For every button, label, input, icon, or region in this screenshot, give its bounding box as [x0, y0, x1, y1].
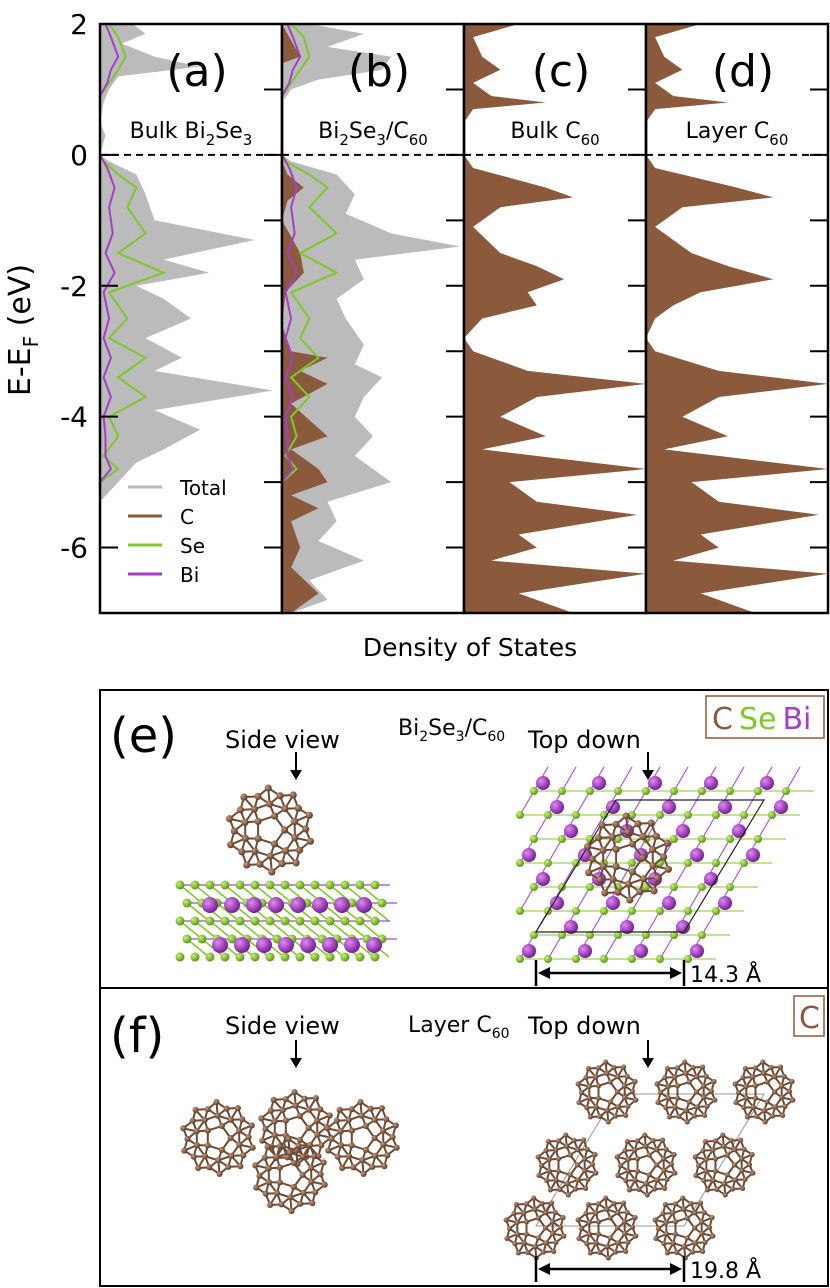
- down-arrow-icon: [290, 752, 302, 780]
- bi2se3-lattice: [516, 766, 814, 963]
- total-dos-area: [100, 24, 273, 613]
- scale-bar-e: 14.3 Å: [534, 960, 761, 988]
- c60-molecule: [252, 1135, 328, 1215]
- dos-chart: (a) Bulk Bi2Se3 (b) Bi2Se3/C60 (c) Bulk C60 (d…: [60, 8, 830, 615]
- structure-panel-f: (f) Layer C60 Side view Top down C 19.8 …: [99, 987, 829, 1287]
- side-view-bi2se3-c60: [175, 784, 397, 962]
- panel-e-letter: (e): [110, 708, 177, 764]
- y-tick-label: -6: [60, 532, 88, 565]
- c60-molecule: [654, 1059, 718, 1125]
- legend-element-bi: Bi: [782, 702, 811, 737]
- panel-label: Bulk Bi2Se3: [130, 119, 253, 149]
- svg-text:C: C: [799, 1001, 820, 1036]
- panel-letter: (d): [712, 46, 774, 97]
- panel-f-frame: [99, 987, 829, 1287]
- c60-molecule: [692, 1132, 756, 1198]
- c60-molecule: [225, 784, 315, 876]
- y-tick-label: 2: [70, 8, 88, 41]
- element-legend-f: C: [793, 995, 825, 1037]
- c60-molecule: [614, 1132, 678, 1198]
- y-tick-label: -4: [60, 401, 88, 434]
- x-axis-label: Density of States: [363, 633, 577, 662]
- bismuth-dos-line: [100, 24, 120, 613]
- top-view-label-e: Top down: [527, 726, 641, 754]
- carbon-dos-area: [646, 24, 828, 613]
- scale-label-f: 19.8 Å: [690, 1257, 761, 1284]
- panel-f-letter: (f): [110, 1008, 164, 1064]
- selenium-dos-line: [100, 24, 167, 613]
- panel-e-title: Bi2Se3/C60: [398, 716, 505, 745]
- c60-molecule: [575, 1195, 639, 1261]
- total-dos-area: [282, 24, 461, 613]
- bismuth-dos-line: [282, 24, 302, 613]
- legend-entry: Bi: [180, 563, 199, 587]
- legend-entry: Se: [180, 534, 205, 558]
- legend-element-c: C: [712, 702, 733, 737]
- y-axis-label: E-EF (eV): [3, 264, 43, 396]
- carbon-dos-area: [464, 24, 646, 613]
- panel-letter: (b): [348, 46, 410, 97]
- y-tick-label: 0: [70, 139, 88, 172]
- top-view-label-f: Top down: [527, 1012, 641, 1040]
- c60-molecule: [503, 1195, 567, 1261]
- dos-panel-a: (a) Bulk Bi2Se3: [98, 22, 284, 615]
- y-tick-label: -2: [60, 270, 88, 303]
- dos-panel-d: (d) Layer C60: [644, 22, 830, 615]
- panel-label: Layer C60: [686, 119, 789, 149]
- c60-molecule: [583, 812, 673, 904]
- panel-letter: (c): [532, 46, 591, 97]
- panel-frame: [644, 22, 830, 615]
- bi2se3-slab: [175, 880, 397, 962]
- scale-bar-f: 19.8 Å: [534, 1256, 761, 1284]
- selenium-dos-line: [282, 24, 339, 613]
- top-view-bi2se3-c60: [516, 766, 814, 963]
- side-view-layer-c60: [180, 1088, 400, 1215]
- panel-label: Bulk C60: [510, 119, 599, 149]
- legend-entry: C: [180, 505, 194, 529]
- scale-label-e: 14.3 Å: [690, 961, 761, 988]
- panel-f-title: Layer C60: [408, 1013, 510, 1042]
- panel-letter: (a): [166, 46, 227, 97]
- c60-molecule: [732, 1059, 796, 1125]
- dos-panel-b: (b) Bi2Se3/C60: [280, 22, 466, 615]
- down-arrow-icon: [642, 752, 654, 780]
- side-view-label-f: Side view: [225, 1012, 340, 1040]
- legend-element-c: C: [799, 1001, 820, 1036]
- legend-element-se: Se: [739, 702, 777, 737]
- legend-entry: Total: [179, 476, 227, 500]
- down-arrow-icon: [290, 1040, 302, 1068]
- side-view-label-e: Side view: [225, 726, 340, 754]
- c60-molecule: [324, 1098, 400, 1178]
- c60-molecule: [180, 1098, 256, 1178]
- top-view-layer-c60: [503, 1059, 796, 1261]
- c60-molecule: [575, 1059, 639, 1125]
- c60-molecule: [535, 1132, 599, 1198]
- down-arrow-icon: [642, 1040, 654, 1068]
- panel-label: Bi2Se3/C60: [318, 119, 428, 149]
- c60-molecule: [652, 1195, 716, 1261]
- dos-panel-c: (c) Bulk C60: [462, 22, 648, 615]
